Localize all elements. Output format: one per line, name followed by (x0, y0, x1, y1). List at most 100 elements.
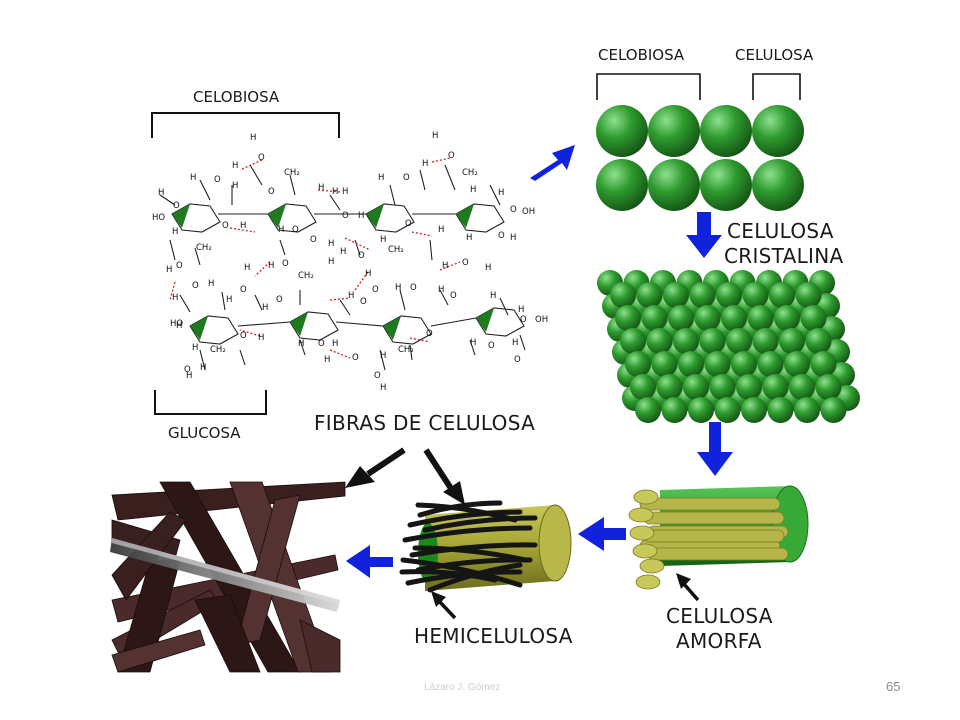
crystal-sphere (620, 328, 646, 354)
crystal-sphere (683, 374, 709, 400)
sphere (752, 105, 804, 157)
atom-label: O (358, 251, 365, 261)
hydrogen-bond (239, 159, 263, 171)
sphere (596, 105, 648, 157)
hydrogen-bond (431, 157, 451, 163)
atom-label: O (318, 339, 325, 349)
fiber (111, 629, 206, 673)
hydrogen-bond (344, 237, 371, 251)
hydrogen-bond (411, 231, 433, 237)
arrow-left-1 (578, 517, 626, 551)
bond (159, 194, 176, 206)
atom-label: H (226, 295, 232, 305)
atom-label: H (208, 279, 214, 289)
atom-label: H (166, 265, 172, 275)
atom-label: H (432, 131, 438, 141)
atom-label: H (498, 188, 504, 198)
black-arrows (345, 447, 700, 620)
atom-label: H (510, 233, 516, 243)
atom-label: O (514, 355, 521, 365)
atom-label: H (172, 227, 178, 237)
atom-label: CH₂ (284, 168, 300, 178)
atom-label: O (282, 259, 289, 269)
bond (179, 294, 191, 313)
bond (429, 239, 433, 261)
crystal-sphere (794, 397, 820, 423)
atom-label: O (510, 205, 517, 215)
atom-label: O (310, 235, 317, 245)
atom-label: O (173, 201, 180, 211)
olive-rod-end (633, 489, 659, 505)
fiber (299, 619, 341, 673)
hemicellulose-strand (415, 502, 518, 523)
atom-label: H (298, 339, 304, 349)
ring-wedge (476, 308, 494, 332)
hemicellulose-strand (399, 569, 498, 583)
atom-label: H (192, 343, 198, 353)
bond (409, 344, 413, 361)
atom-label: H (340, 247, 346, 257)
crystal-sphere (731, 351, 757, 377)
label-celulosa-cristalina-line2: CRISTALINA (724, 244, 844, 268)
olive-rod-end (629, 525, 655, 541)
ring-wedge (172, 204, 190, 228)
crystal-sphere (741, 397, 767, 423)
fiber (111, 481, 346, 521)
crystal-sphere (716, 282, 742, 308)
crystalline-cellulose-block (597, 270, 860, 423)
hydrogen-bond (229, 227, 256, 233)
atom-label: H (232, 181, 238, 191)
label-fibras-de-celulosa: FIBRAS DE CELULOSA (314, 411, 536, 435)
atom-label: H (470, 338, 476, 348)
atom-label: H (380, 351, 386, 361)
crystal-sphere (668, 305, 694, 331)
atom-label: H (158, 188, 164, 198)
olive-rod-end (632, 543, 658, 559)
atom-label: O (410, 283, 417, 293)
bond (489, 184, 501, 206)
crystal-sphere (709, 374, 736, 400)
atom-label: O (342, 211, 349, 221)
atom-label: H (250, 133, 256, 143)
atom-label: H (232, 161, 238, 171)
bond (199, 179, 211, 201)
bond (299, 339, 306, 356)
sphere (648, 159, 700, 211)
blue-arrows (346, 145, 733, 578)
bond (221, 291, 226, 311)
crystal-sphere (762, 374, 789, 400)
atom-label: CH₂ (388, 245, 404, 255)
crystal-sphere (615, 305, 641, 331)
glucosa-bracket (154, 390, 267, 415)
atom-label: O (450, 291, 457, 301)
bond (444, 164, 456, 191)
atom-label: H (332, 187, 338, 197)
atom-label: H (258, 333, 264, 343)
crystal-sphere (699, 328, 726, 354)
atom-label: H (438, 225, 444, 235)
label-celulosa-amorfa-line2: AMORFA (676, 629, 762, 653)
crystal-sphere (678, 351, 704, 377)
crystal-sphere (651, 351, 678, 377)
hydrogen-bond (169, 281, 176, 301)
atom-label: H (422, 159, 428, 169)
fiber (194, 594, 261, 673)
cellulose-fibers-mesh (110, 481, 346, 673)
atom-label: H (240, 221, 246, 231)
atom-label: H (358, 211, 364, 221)
crystal-sphere (688, 397, 714, 423)
label-hemicelulosa: HEMICELULOSA (414, 624, 573, 648)
crystal-sphere (810, 351, 837, 377)
hemicellulose-strand (409, 542, 538, 558)
bond (169, 239, 176, 261)
arrow-left-2 (346, 545, 393, 578)
atom-label: H (466, 233, 472, 243)
atom-label: O (176, 261, 183, 271)
crystal-sphere (789, 374, 815, 400)
atom-label: H (470, 185, 476, 195)
atom-label: CH₂ (298, 271, 314, 281)
crystal-sphere (774, 305, 800, 331)
crystal-sphere (646, 328, 673, 354)
crystal-sphere (689, 282, 716, 308)
atom-label: O (240, 285, 247, 295)
